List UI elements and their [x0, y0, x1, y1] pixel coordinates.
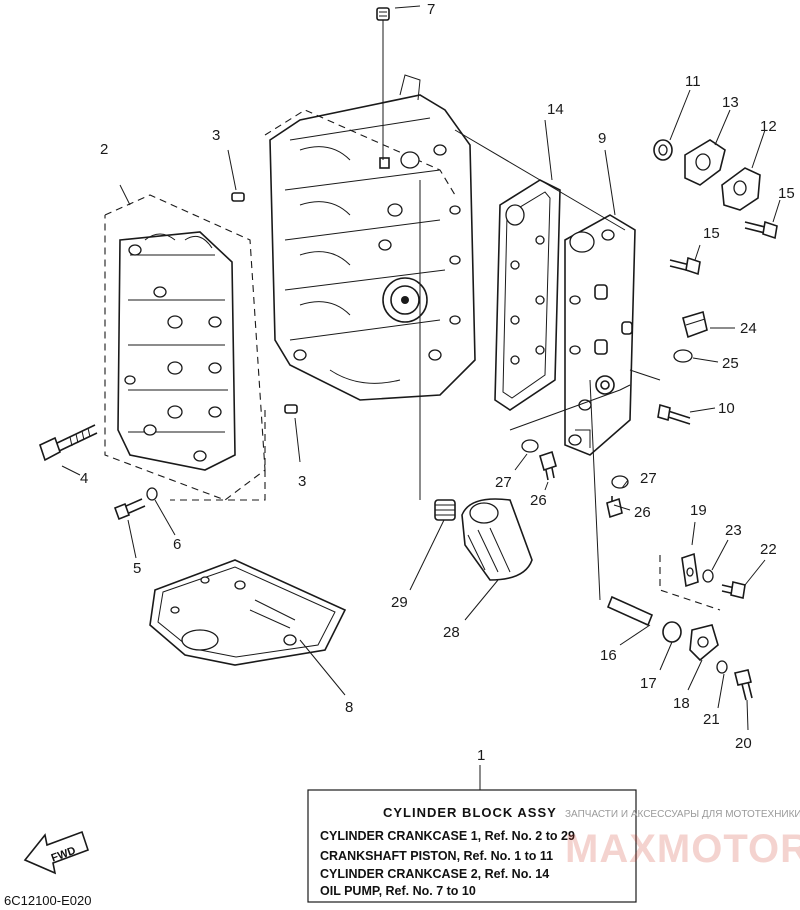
relief-valve-pin [606, 595, 654, 627]
callout-3-upper: 3 [212, 127, 220, 144]
callout-14: 14 [547, 101, 564, 118]
callout-17: 17 [640, 675, 657, 692]
short-bolt [113, 498, 146, 521]
dowel-pin-upper [231, 192, 245, 202]
callout-26-left: 26 [530, 492, 547, 509]
assembly-dashed-outline [104, 109, 721, 611]
oil-filter-fitting [434, 499, 456, 521]
callout-16: 16 [600, 647, 617, 664]
callout-1: 1 [477, 747, 485, 764]
callout-28: 28 [443, 624, 460, 641]
leader-lines [61, 5, 781, 790]
callout-13: 13 [722, 94, 739, 111]
bracket [681, 552, 699, 588]
callout-4: 4 [80, 470, 88, 487]
callout-15-lower: 15 [703, 225, 720, 242]
callout-26-right: 26 [634, 504, 651, 521]
thermostat-cover [721, 167, 761, 211]
label-box-line-2: CRANKSHAFT PISTON, Ref. No. 1 to 11 [320, 849, 553, 863]
callout-19: 19 [690, 502, 707, 519]
callout-3-lower: 3 [298, 473, 306, 490]
cylinder-crankcase-block [269, 74, 476, 401]
callout-5: 5 [133, 560, 141, 577]
callout-2: 2 [100, 141, 108, 158]
relief-valve-spring [662, 621, 682, 643]
dowel-pin-lower [284, 404, 298, 414]
callout-20: 20 [735, 735, 752, 752]
callout-22: 22 [760, 541, 777, 558]
callout-8: 8 [345, 699, 353, 716]
callout-24: 24 [740, 320, 757, 337]
oil-filter [461, 498, 533, 581]
cylinder-crankcase-1-left-half [117, 231, 236, 471]
thermostat-gasket [684, 139, 726, 186]
callout-7: 7 [427, 1, 435, 18]
relief-valve-washer [716, 660, 728, 674]
callout-18: 18 [673, 695, 690, 712]
label-box-line-1: CYLINDER CRANKCASE 1, Ref. No. 2 to 29 [320, 829, 575, 843]
callout-12: 12 [760, 118, 777, 135]
callout-27-left: 27 [495, 474, 512, 491]
bracket-bolt [721, 581, 746, 599]
callout-9: 9 [598, 130, 606, 147]
crankcase-gasket [494, 179, 561, 411]
callout-numbers: 1 2 3 3 4 5 6 7 8 9 10 11 12 13 14 15 15… [80, 1, 795, 764]
plug-gasket [673, 349, 693, 363]
bracket-washer [702, 569, 714, 583]
watermark-site: MAXMOTOR.RU [565, 827, 800, 871]
plug [376, 7, 390, 21]
label-box-line-4: OIL PUMP, Ref. No. 7 to 10 [320, 884, 476, 898]
gasket-right [611, 475, 629, 489]
drain-bolt-right [606, 496, 623, 519]
callout-11: 11 [685, 73, 701, 90]
cover-bolt-upper [744, 220, 778, 240]
label-box-line-3: CYLINDER CRANKCASE 2, Ref. No. 14 [320, 867, 549, 881]
watermark: ЗАПЧАСТИ И АКСЕССУАРЫ ДЛЯ МОТОТЕХНИКИ MA… [565, 809, 800, 871]
callout-15-upper: 15 [778, 185, 795, 202]
diagram-code: 6C12100-E020 [4, 893, 91, 908]
block-gasket [149, 559, 347, 666]
relief-valve-body [689, 624, 719, 662]
label-box-title: CYLINDER BLOCK ASSY [383, 805, 557, 820]
callout-21: 21 [703, 711, 720, 728]
callout-27-right: 27 [640, 470, 657, 487]
oil-pressure-switch [657, 403, 691, 425]
washer [146, 487, 158, 501]
watermark-caption: ЗАПЧАСТИ И АКСЕССУАРЫ ДЛЯ МОТОТЕХНИКИ [565, 809, 800, 820]
oil-pump-cover [564, 214, 636, 456]
gasket-left [521, 439, 539, 453]
thermostat-cover-seal [653, 139, 673, 161]
drain-bolt-left [539, 450, 557, 481]
callout-6: 6 [173, 536, 181, 553]
relief-valve-bolt [734, 669, 753, 701]
callout-25: 25 [722, 355, 739, 372]
forward-direction-arrow: FWD [23, 830, 90, 875]
callout-23: 23 [725, 522, 742, 539]
cover-bolt-lower [669, 256, 701, 276]
long-bolt [39, 424, 98, 462]
assembly-label-box: CYLINDER BLOCK ASSY CYLINDER CRANKCASE 1… [307, 789, 637, 903]
callout-29: 29 [391, 594, 408, 611]
callout-10: 10 [718, 400, 735, 417]
oil-pressure-plug [682, 310, 708, 339]
